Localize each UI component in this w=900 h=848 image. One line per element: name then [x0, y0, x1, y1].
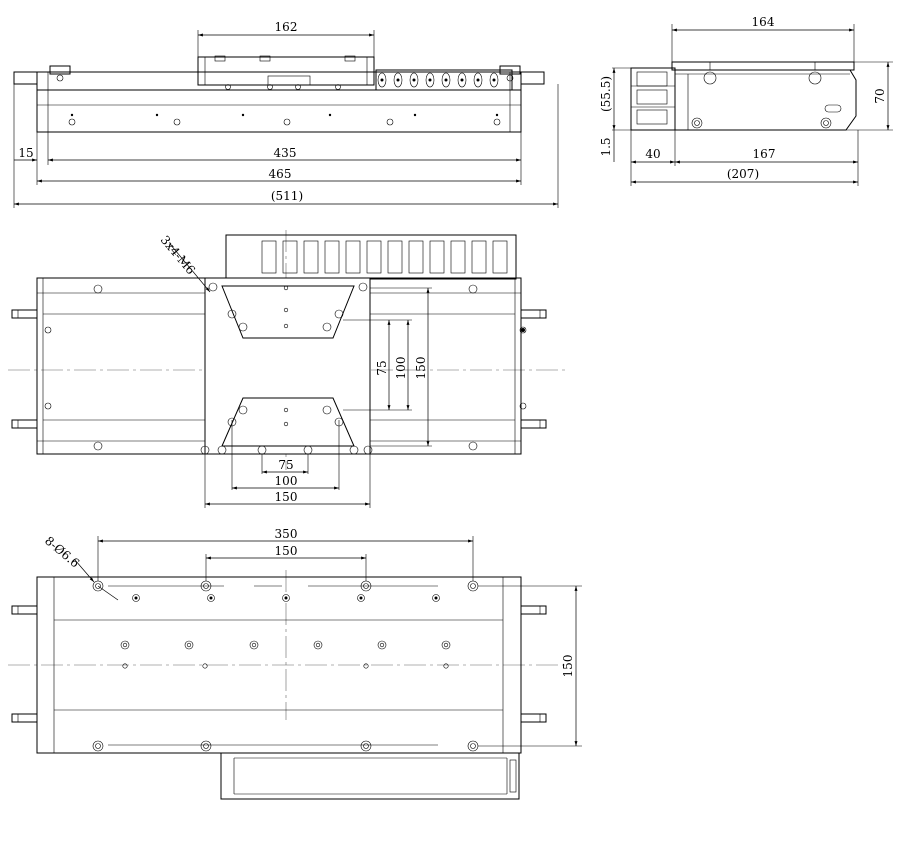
end-drag-chain [630, 67, 676, 131]
dim-end-chain-offset: 40 [645, 147, 660, 161]
dim-top-width-100: 100 [275, 474, 298, 488]
dim-top-width-75: 75 [278, 458, 293, 472]
dim-carriage-length: 162 [275, 20, 298, 34]
dim-end-overall-width: (207) [727, 167, 759, 181]
end-body [674, 69, 857, 131]
top-end-studs [11, 309, 547, 429]
dim-end-base-thk: 1.5 [599, 137, 613, 156]
dim-stroke: 435 [274, 146, 297, 160]
bottom-view: 350 150 150 8-Ø6.6 [8, 527, 582, 800]
side-base [36, 89, 522, 133]
dim-overall-length: (511) [271, 189, 303, 203]
dim-end-height-ref: (55.5) [599, 76, 613, 112]
callout-mount-holes: 8-Ø6.6 [42, 534, 82, 571]
top-view: 75 100 150 75 100 150 3x4-M6 [8, 230, 568, 508]
side-drag-chain [377, 72, 499, 88]
bottom-carriage [220, 752, 520, 800]
dim-bottom-span-150: 150 [275, 544, 298, 558]
dim-top-hole-150: 150 [414, 357, 428, 380]
dim-base-length: 465 [269, 167, 292, 181]
top-drag-chain [261, 240, 508, 274]
dim-top-hole-75: 75 [375, 360, 389, 375]
dim-end-width: 167 [753, 147, 776, 161]
dim-end-height: 70 [873, 88, 887, 103]
carriage-m6-holes [200, 282, 373, 455]
dim-end-top-width: 164 [752, 15, 775, 29]
bottom-mounting-holes [92, 580, 479, 752]
side-view: 162 15 435 465 (511) [13, 20, 559, 208]
dim-end-offset: 15 [18, 146, 33, 160]
callout-thread: 3x4-M6 [158, 233, 198, 277]
end-view: 164 70 (55.5) 1.5 40 167 (207) [599, 15, 893, 186]
bottom-end-studs [11, 605, 547, 723]
dim-bottom-span-350: 350 [275, 527, 298, 541]
dim-bottom-height-150: 150 [561, 655, 575, 678]
dim-top-hole-100: 100 [394, 357, 408, 380]
dim-top-width-150: 150 [275, 490, 298, 504]
